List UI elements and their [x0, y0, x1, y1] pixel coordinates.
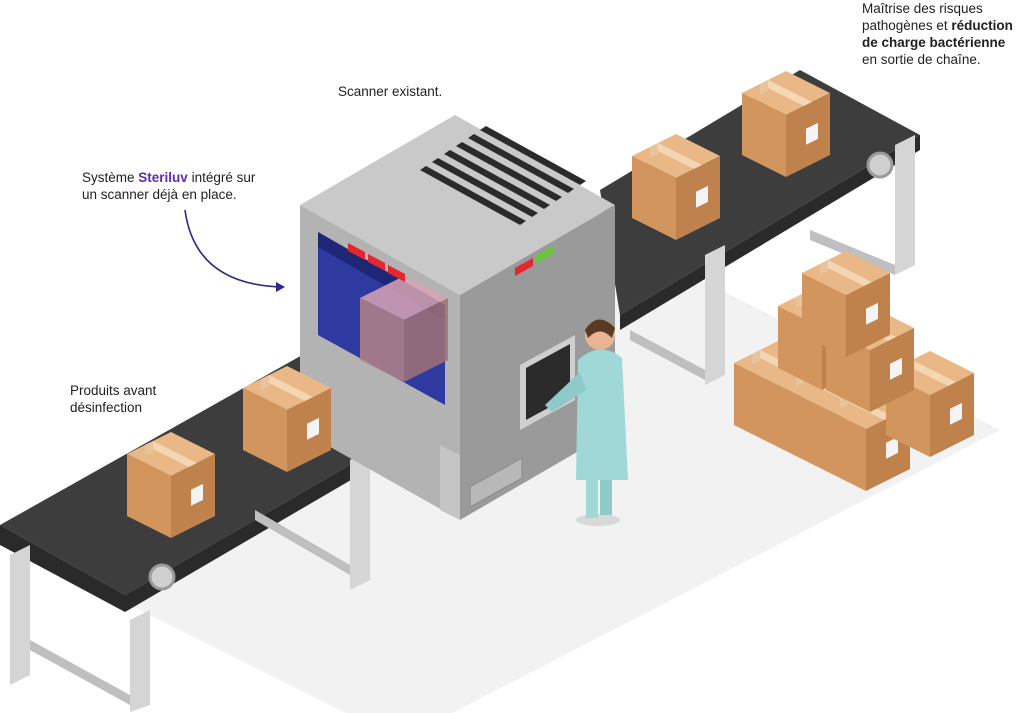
- box-rear-2: [742, 71, 830, 177]
- box-front-1: [127, 432, 215, 538]
- scanner-machine: [300, 115, 615, 520]
- box-rear-1: [632, 134, 720, 240]
- before-line2: désinfection: [70, 400, 143, 415]
- after-line4: en sortie de chaîne.: [862, 52, 981, 67]
- steriluv-system-label: Système Steriluv intégré sur un scanner …: [82, 169, 282, 203]
- arrow-head-icon: [276, 282, 285, 292]
- operator-figure: [545, 319, 628, 526]
- before-line1: Produits avant: [70, 383, 157, 398]
- system-suffix: intégré sur: [187, 170, 256, 185]
- scanner-label: Scanner existant.: [338, 83, 442, 100]
- after-line2-bold: réduction: [951, 18, 1013, 33]
- rear-conveyor: [600, 70, 920, 385]
- after-line1: Maîtrise des risques: [862, 1, 983, 16]
- after-outcome-label: Maîtrise des risques pathogènes et réduc…: [862, 0, 1022, 68]
- scanner-label-text: Scanner existant.: [338, 84, 443, 99]
- system-prefix: Système: [82, 170, 139, 185]
- steriluv-brand: Steriluv: [138, 170, 188, 185]
- after-line3-bold: de charge bactérienne: [862, 35, 1006, 50]
- box-front-2: [243, 366, 331, 472]
- before-disinfection-label: Produits avant désinfection: [70, 382, 210, 416]
- system-line2: un scanner déjà en place.: [82, 187, 237, 202]
- after-line2-prefix: pathogènes et: [862, 18, 952, 33]
- pointer-arrow: [184, 209, 284, 288]
